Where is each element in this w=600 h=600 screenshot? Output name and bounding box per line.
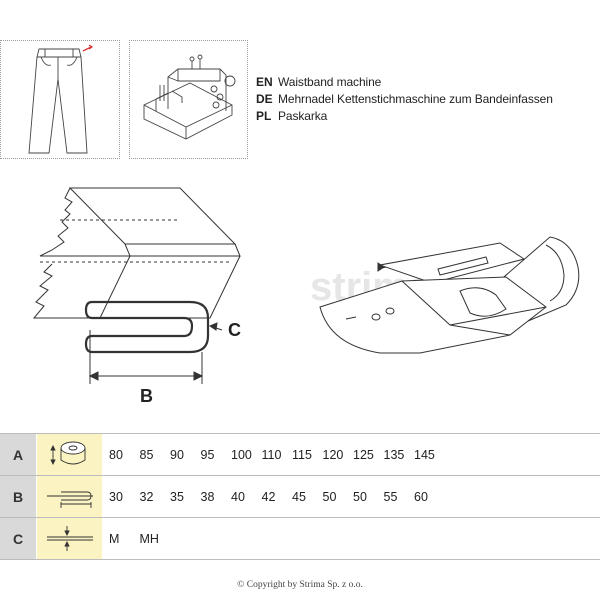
value-cell: 45	[292, 489, 306, 504]
value-cell: 50	[322, 489, 337, 504]
sewing-machine-thumbnail	[129, 40, 248, 159]
dimension-label-b: B	[140, 386, 153, 406]
value-cell: 85	[139, 447, 154, 462]
lang-text: Paskarka	[278, 109, 328, 123]
size-row-a: A 80 85 90 95 100 110 115 120 125	[0, 433, 600, 475]
value-cell: 50	[353, 489, 367, 504]
binder-attachment-illustration: strima	[310, 236, 580, 354]
trousers-thumbnail	[0, 40, 120, 159]
lang-text: Mehrnadel Kettenstichmaschine zum Bandei…	[278, 92, 553, 106]
value-cell: MH	[139, 531, 159, 546]
material-thickness-icon	[47, 526, 93, 551]
description-en: EN Waistband machine	[256, 74, 553, 91]
size-row-c: C M MH	[0, 517, 600, 560]
lang-code: DE	[256, 92, 273, 106]
folder-attachment-diagram: strima	[310, 225, 595, 375]
value-cell: 110	[261, 447, 282, 462]
folded-binding-illustration: B C	[32, 187, 241, 406]
size-table: A 80 85 90 95 100 110 115 120 125	[0, 433, 600, 560]
value-cell: 40	[231, 489, 245, 504]
value-cell: 80	[109, 447, 123, 462]
value-cell: 100	[231, 447, 252, 462]
dimension-label-c: C	[228, 320, 241, 340]
tape-roll-width-icon	[50, 441, 86, 466]
row-values: M MH	[108, 518, 169, 559]
machine-description: EN Waistband machine DE Mehrnadel Ketten…	[256, 74, 553, 125]
value-cell: 60	[414, 489, 428, 504]
value-cell: M	[109, 531, 120, 546]
row-values: 30 32 35 38 40 42 45 50 50 55 60	[108, 476, 444, 517]
trousers-icon	[28, 44, 94, 154]
binding-cross-section-diagram: B C	[30, 180, 270, 410]
row-header: B	[0, 476, 36, 517]
value-cell: 125	[353, 447, 374, 462]
row-icon-cell	[37, 518, 102, 559]
value-cell: 35	[170, 489, 184, 504]
value-cell: 115	[292, 447, 312, 462]
value-cell: 135	[383, 447, 405, 462]
folded-tape-width-icon	[47, 491, 93, 508]
row-header: C	[0, 518, 36, 559]
value-cell: 95	[200, 447, 215, 462]
value-cell: 30	[109, 489, 123, 504]
description-de: DE Mehrnadel Kettenstichmaschine zum Ban…	[256, 91, 553, 108]
value-cell: 120	[322, 447, 344, 462]
copyright-notice: © Copyright by Strima Sp. z o.o.	[237, 580, 363, 590]
value-cell: 38	[200, 489, 215, 504]
lang-text: Waistband machine	[278, 75, 382, 89]
lang-code: EN	[256, 75, 273, 89]
sewing-machine-icon	[143, 54, 236, 140]
row-header: A	[0, 434, 36, 475]
description-pl: PL Paskarka	[256, 108, 553, 125]
value-cell: 32	[139, 489, 154, 504]
value-cell: 55	[383, 489, 398, 504]
row-values: 80 85 90 95 100 110 115 120 125 135 145	[108, 434, 444, 475]
value-cell: 42	[261, 489, 276, 504]
row-icon-cell	[37, 434, 102, 475]
value-cell: 90	[170, 447, 184, 462]
lang-code: PL	[256, 109, 272, 123]
row-icon-cell	[37, 476, 102, 517]
value-cell: 145	[414, 447, 435, 462]
size-row-b: B 30 32 35 38 40 42 45 50 50 55 60	[0, 475, 600, 517]
